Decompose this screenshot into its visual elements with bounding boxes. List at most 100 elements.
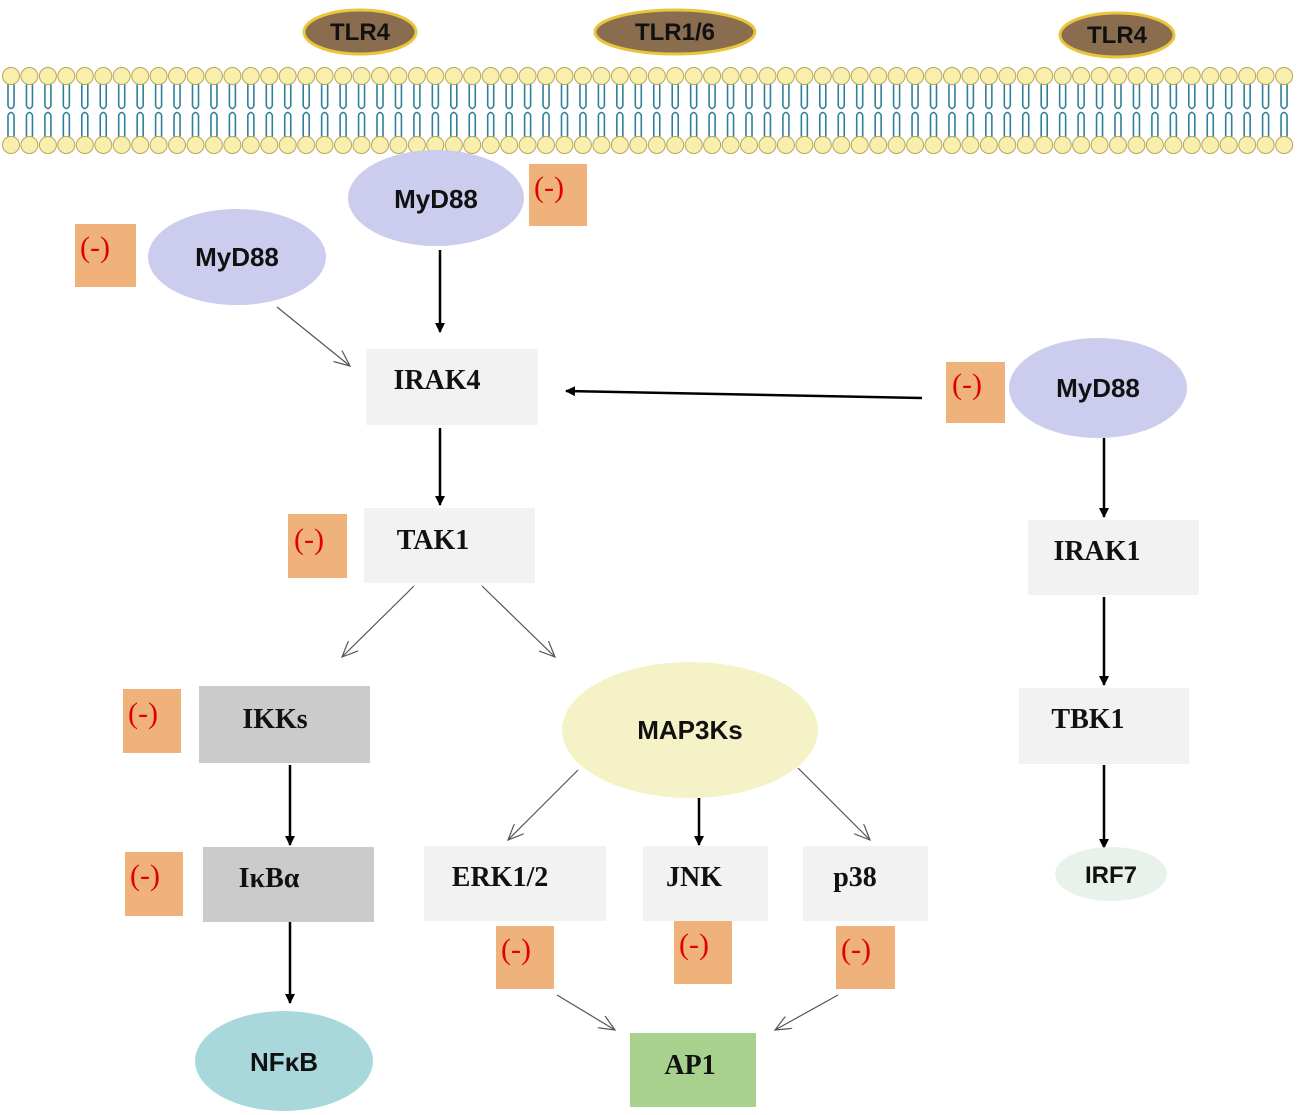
lipid-tail bbox=[486, 84, 495, 137]
lipid-head bbox=[721, 136, 740, 154]
node-jnk: JNK bbox=[643, 846, 768, 921]
lipid-head bbox=[850, 67, 869, 85]
lipid-head bbox=[647, 136, 666, 154]
receptor-tlr4-left: TLR4 bbox=[302, 8, 418, 56]
lipid-tail bbox=[302, 84, 310, 137]
lipid-head bbox=[1090, 136, 1109, 154]
lipid-head bbox=[352, 136, 371, 154]
lipid-head bbox=[334, 67, 353, 85]
lipid-tail bbox=[173, 84, 181, 137]
lipid-head bbox=[94, 136, 113, 154]
lipid-head bbox=[131, 136, 150, 154]
inhibit-label: (-) bbox=[501, 933, 531, 966]
inhibit-badge-ikks: (-) bbox=[123, 689, 181, 753]
inhibit-label: (-) bbox=[80, 231, 110, 264]
lipid-head bbox=[1035, 67, 1054, 85]
lipid-head bbox=[943, 136, 961, 154]
lipid-head bbox=[1201, 136, 1220, 154]
lipid-head bbox=[1072, 67, 1091, 85]
lipid-tail bbox=[468, 84, 477, 137]
node-map3ks: MAP3Ks bbox=[562, 662, 818, 798]
lipid-tail bbox=[413, 84, 421, 137]
inhibit-badge-myd88-right: (-) bbox=[946, 362, 1005, 423]
lipid-tail bbox=[745, 84, 753, 137]
lipid-tail bbox=[265, 84, 274, 137]
lipid-tail bbox=[1040, 84, 1048, 137]
lipid-tail bbox=[1003, 84, 1012, 137]
lipid-tail bbox=[819, 84, 827, 137]
lipid-head bbox=[186, 136, 205, 154]
node-label: NFκB bbox=[250, 1047, 318, 1077]
node-label: MAP3Ks bbox=[637, 715, 742, 745]
lipid-tail bbox=[892, 84, 901, 137]
lipid-tail bbox=[634, 84, 643, 137]
lipid-head bbox=[1035, 136, 1054, 154]
lipid-tail bbox=[394, 84, 403, 137]
lipid-tail bbox=[1077, 84, 1085, 137]
lipid-head bbox=[389, 67, 408, 85]
lipid-head bbox=[961, 136, 980, 154]
lipid-tail bbox=[652, 84, 661, 137]
lipid-head bbox=[703, 136, 722, 154]
lipid-head bbox=[924, 136, 943, 154]
lipid-tail bbox=[1114, 84, 1122, 137]
lipid-head bbox=[444, 67, 463, 85]
lipid-head bbox=[204, 136, 223, 154]
lipid-head bbox=[979, 136, 998, 154]
lipid-head bbox=[389, 136, 408, 154]
lipid-head bbox=[1127, 67, 1146, 85]
lipid-head bbox=[426, 67, 445, 85]
lipid-head bbox=[371, 67, 389, 85]
lipid-head bbox=[1164, 67, 1183, 85]
lipid-head bbox=[297, 136, 316, 154]
lipid-head bbox=[1256, 67, 1275, 85]
arrow-map3ks-to-p38 bbox=[797, 767, 870, 840]
lipid-tail bbox=[597, 84, 606, 137]
lipid-head bbox=[463, 136, 482, 154]
lipid-head bbox=[1016, 67, 1035, 85]
lipid-head bbox=[721, 67, 740, 85]
arrow-erk-to-ap1 bbox=[556, 994, 615, 1030]
inhibit-badge-p38: (-) bbox=[836, 926, 895, 989]
lipid-head bbox=[260, 136, 279, 154]
node-label: IκBα bbox=[239, 863, 300, 894]
inhibit-badge-erk: (-) bbox=[496, 926, 554, 989]
lipid-head bbox=[592, 136, 611, 154]
node-erk: ERK1/2 bbox=[424, 846, 606, 921]
lipid-tail bbox=[985, 84, 993, 137]
lipid-head bbox=[260, 67, 279, 85]
node-label: TBK1 bbox=[1051, 704, 1124, 735]
lipid-tail bbox=[136, 84, 144, 137]
inhibit-label: (-) bbox=[130, 859, 160, 892]
lipid-head bbox=[573, 136, 592, 154]
lipid-head bbox=[1127, 136, 1146, 154]
lipid-head bbox=[998, 136, 1017, 154]
lipid-head bbox=[112, 67, 131, 85]
lipid-head bbox=[463, 67, 482, 85]
lipid-tail bbox=[911, 84, 919, 137]
lipid-head bbox=[740, 136, 758, 154]
lipid-head bbox=[1164, 136, 1183, 154]
node-label: JNK bbox=[666, 862, 722, 893]
lipid-tail bbox=[154, 84, 163, 137]
lipid-tail bbox=[542, 84, 550, 137]
lipid-head bbox=[1109, 67, 1127, 85]
lipid-head bbox=[555, 136, 574, 154]
lipid-tail bbox=[855, 84, 864, 137]
lipid-tail bbox=[726, 84, 735, 137]
lipid-tail bbox=[1058, 84, 1067, 137]
node-label: MyD88 bbox=[195, 242, 279, 272]
node-label: IRF7 bbox=[1085, 862, 1137, 889]
inhibit-label: (-) bbox=[952, 368, 982, 401]
lipid-tail bbox=[616, 84, 624, 137]
lipid-tail bbox=[689, 84, 698, 137]
lipid-head bbox=[850, 136, 869, 154]
lipid-head bbox=[20, 136, 39, 154]
lipid-head bbox=[924, 67, 943, 85]
lipid-tail bbox=[1188, 84, 1196, 137]
node-label: IRAK1 bbox=[1053, 536, 1140, 567]
inhibit-label: (-) bbox=[841, 933, 871, 966]
lipid-head bbox=[75, 136, 94, 154]
lipid-head bbox=[407, 67, 426, 85]
